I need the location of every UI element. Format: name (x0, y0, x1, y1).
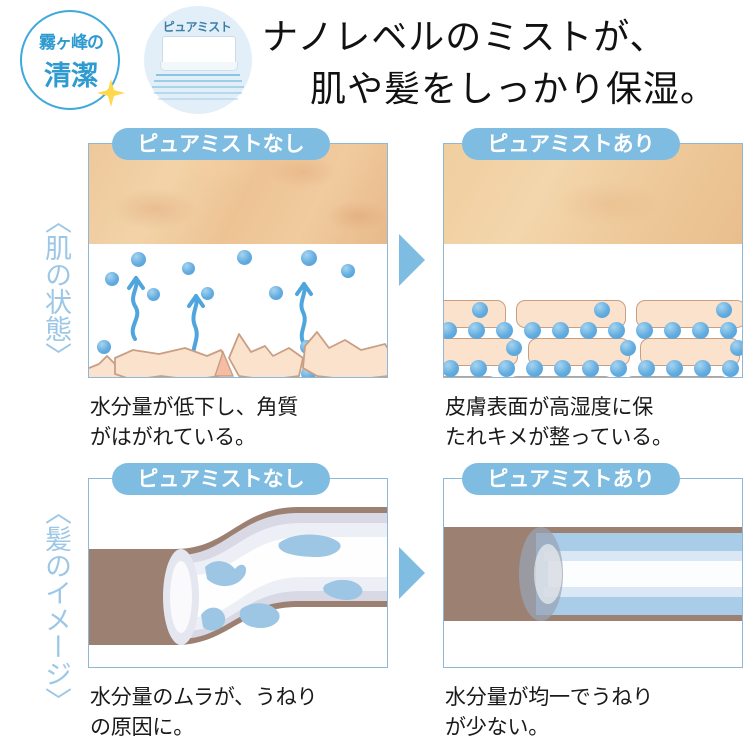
panel-hair-with-mist (443, 478, 743, 668)
water-droplet (444, 322, 457, 339)
water-droplet (638, 360, 655, 377)
badge-skin-without-mist: ピュアミストなし (112, 128, 330, 160)
sparkle-icon (97, 79, 125, 107)
water-droplet (201, 287, 214, 300)
water-droplet (131, 252, 146, 267)
triangle-right-icon-hair (399, 547, 425, 599)
panel-skin-with-mist (443, 143, 743, 378)
mist-line (152, 86, 244, 88)
water-droplet (664, 322, 681, 339)
water-droplet (470, 360, 487, 377)
panel-hair-without-mist (88, 478, 388, 668)
water-droplet (608, 322, 625, 339)
water-droplet (182, 262, 195, 275)
wavy-hair-illustration (89, 507, 387, 645)
triangle-right-icon-skin (399, 234, 425, 286)
water-droplet (580, 322, 597, 339)
water-droplet (97, 340, 111, 354)
caption-line-2: がはがれている。 (90, 425, 256, 449)
badge-hair-without-mist: ピュアミストなし (112, 463, 330, 495)
water-droplet (636, 322, 653, 339)
water-droplet (506, 340, 522, 356)
hair-diagram-straight (444, 479, 742, 667)
caption-hair-with-mist: 水分量が均一でうねり が少ない。 (445, 682, 745, 742)
water-droplet (524, 322, 541, 339)
water-droplet (341, 264, 355, 278)
water-droplet (498, 360, 515, 377)
page-title: ナノレベルのミストが、 肌や髪をしっかり保湿。 (262, 2, 748, 120)
water-droplet (237, 250, 252, 265)
water-droplet (105, 272, 119, 286)
caption-line-2: たれキメが整っている。 (445, 425, 673, 449)
caption-skin-with-mist: 皮膚表面が高湿度に保 たれキメが整っている。 (445, 392, 745, 452)
water-droplet (582, 360, 599, 377)
headline-line-2: 肌や髪をしっかり保湿。 (310, 69, 718, 110)
caption-line-2: の原因に。 (90, 715, 194, 739)
water-droplet (730, 340, 742, 356)
water-droplet (694, 360, 711, 377)
skin-photo-dry (89, 144, 387, 244)
skin-diagram-dry (89, 244, 387, 377)
mist-line (156, 74, 240, 76)
caption-line-1: 皮膚表面が高湿度に保 (445, 395, 653, 419)
water-droplet (472, 302, 488, 318)
moisture-escape-arrows (127, 276, 313, 366)
logo-line2: 清潔 (44, 61, 98, 92)
pure-mist-product-badge: ピュアミスト (140, 4, 254, 118)
water-droplet (692, 322, 709, 339)
hair-diagram-wavy (89, 479, 387, 667)
badge-skin-with-mist: ピュアミストあり (462, 128, 680, 160)
water-droplet (444, 360, 459, 377)
water-droplet (610, 360, 627, 377)
straight-hair-illustration (444, 527, 742, 621)
skin-photo-smooth (444, 144, 742, 244)
header: 霧ヶ峰の 清潔 ピュアミスト ナノレベルのミストが、 肌や髪をしっかり保湿。 (0, 0, 750, 122)
caption-line-1: 水分量のムラが、うねり (90, 685, 318, 709)
air-conditioner-vent (160, 62, 238, 71)
caption-line-1: 水分量が低下し、角質 (90, 395, 298, 419)
mist-line (158, 98, 238, 100)
section-label-hair: 〈髪のイメージ〉 (40, 498, 71, 714)
water-droplet (554, 360, 571, 377)
mist-line (154, 80, 242, 82)
caption-line-1: 水分量が均一でうねり (445, 685, 653, 709)
pure-mist-label: ピュアミスト (162, 20, 232, 34)
section-label-skin: 〈肌の状態〉 (40, 206, 71, 369)
water-droplet (301, 250, 317, 266)
skin-cell (640, 338, 740, 366)
water-droplet (552, 322, 569, 339)
skin-cells-rough (89, 331, 387, 377)
water-droplet (496, 322, 513, 339)
mist-line (154, 92, 242, 94)
logo-ring (20, 10, 120, 110)
water-droplet (147, 288, 160, 301)
water-droplet (594, 302, 610, 318)
skin-diagram-moist (444, 244, 742, 377)
caption-line-2: が少ない。 (445, 715, 549, 739)
water-droplet (716, 302, 732, 318)
badge-hair-with-mist: ピュアミストあり (462, 463, 680, 495)
water-droplet (620, 340, 636, 356)
logo-line1: 霧ヶ峰の (39, 33, 104, 53)
panel-skin-without-mist (88, 143, 388, 378)
caption-skin-without-mist: 水分量が低下し、角質 がはがれている。 (90, 392, 390, 452)
skin-cell (740, 376, 742, 377)
water-droplet (269, 286, 283, 300)
kirigamine-clean-logo: 霧ヶ峰の 清潔 (12, 6, 130, 118)
air-conditioner-icon (162, 36, 236, 66)
water-droplet (722, 360, 739, 377)
water-droplet (720, 322, 737, 339)
water-droplet (526, 360, 543, 377)
caption-hair-without-mist: 水分量のムラが、うねり の原因に。 (90, 682, 390, 742)
water-droplet (666, 360, 683, 377)
headline-line-1: ナノレベルのミストが、 (262, 17, 667, 58)
water-droplet (468, 322, 485, 339)
